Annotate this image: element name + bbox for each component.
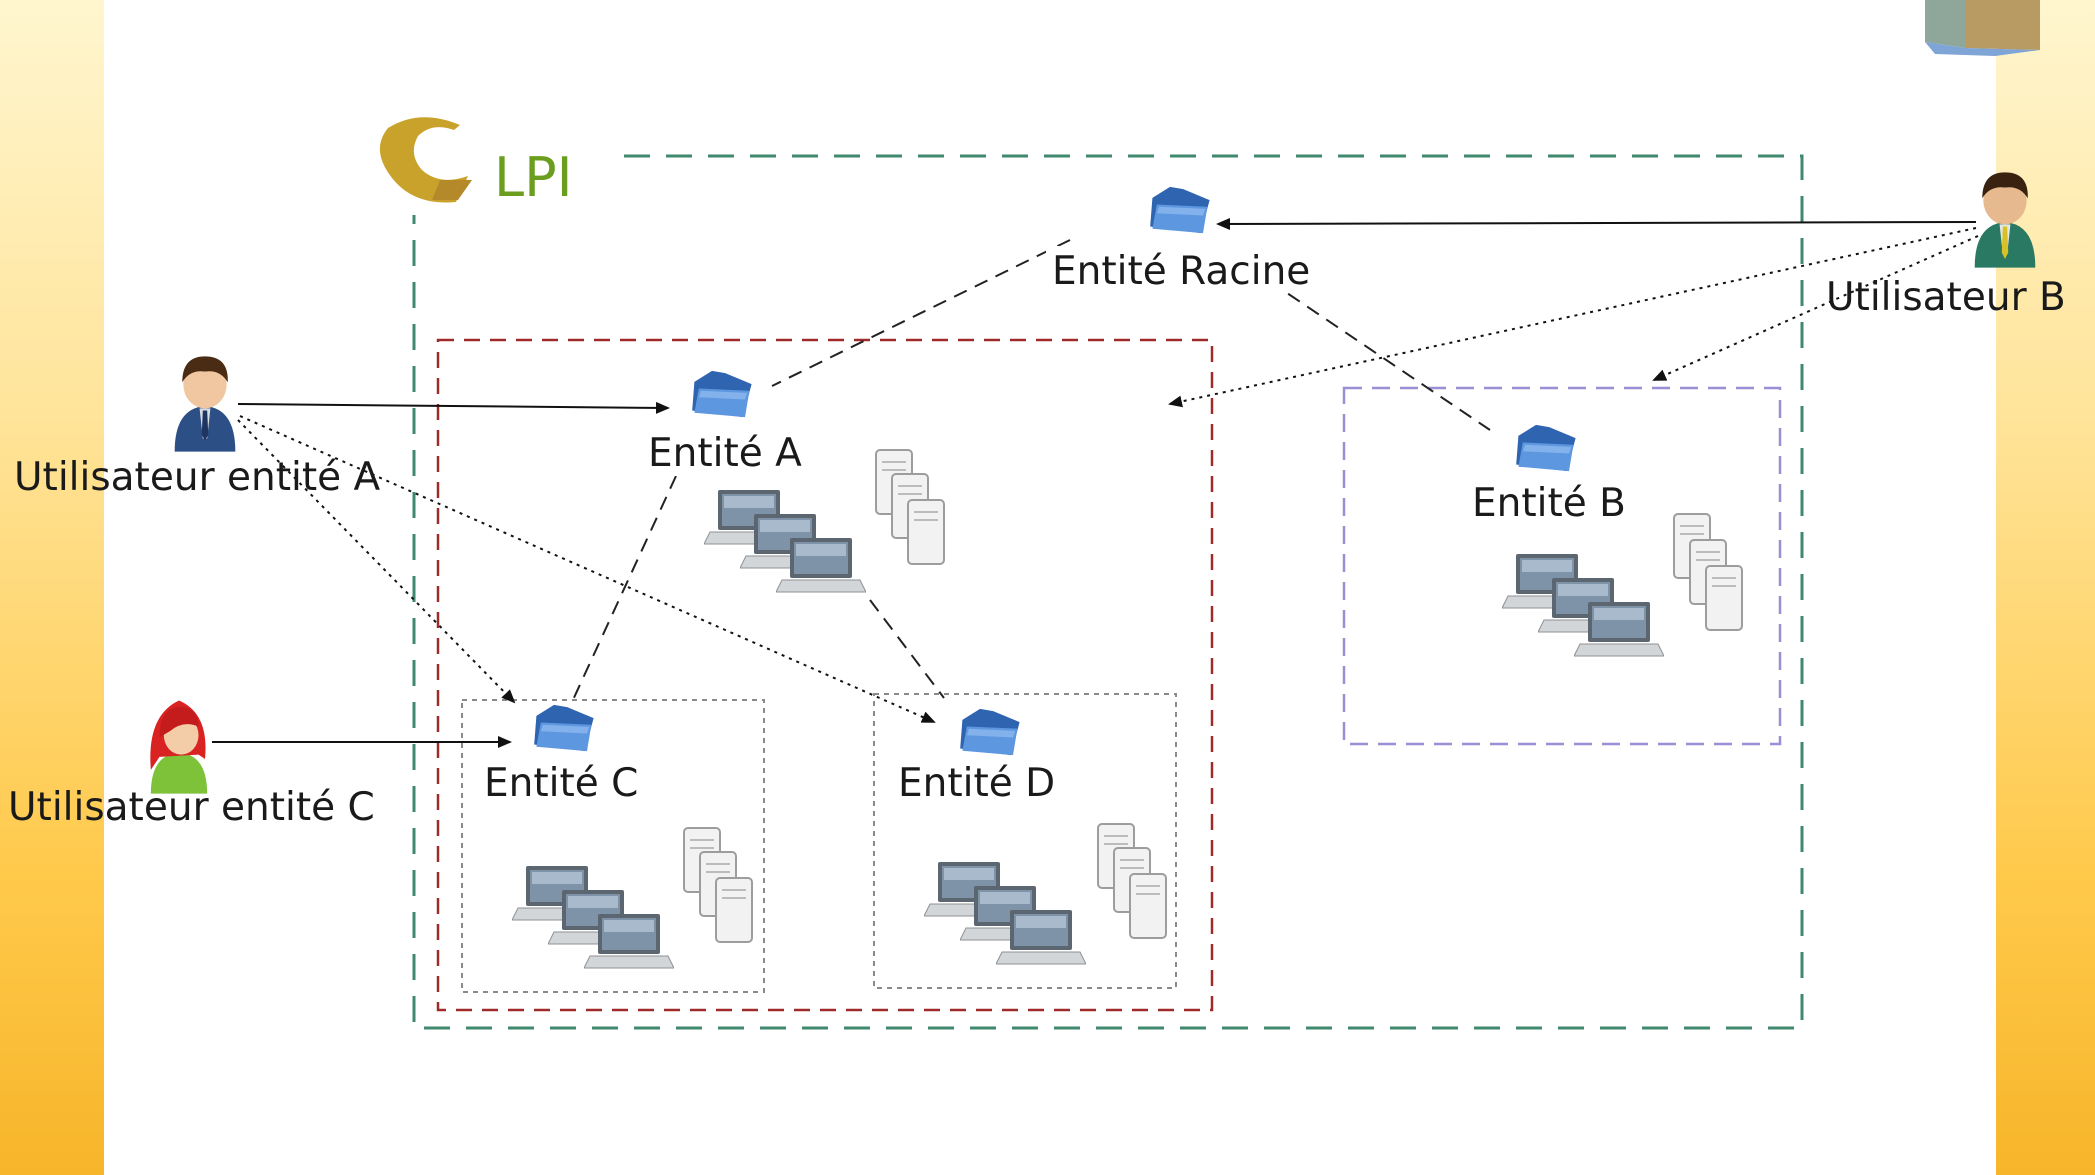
entity-c-label: Entité C [484,761,638,806]
server-icon [907,499,945,565]
arrow-user-b-to-root [1216,217,1977,230]
arrow-user-b-to-entity-a [1168,227,1977,408]
entity-c-servers [683,827,753,943]
server-icon [1129,873,1167,939]
entity-a-computers [704,489,866,593]
entity-d-servers [1097,823,1167,939]
entity-b-computers [1502,553,1664,657]
entity-a-folder-icon [692,370,752,418]
entity-b-folder-icon [1516,424,1576,472]
arrow-user-a-to-entity-c [237,419,516,704]
link-a-to-d [869,599,945,699]
link-a-to-c [571,475,677,703]
entity-d-computers [924,861,1086,965]
root-entity-boundary [412,154,1804,1030]
arrow-user-b-to-entity-b [1652,235,1979,381]
link-root-to-a [771,239,1071,387]
entity-b-servers [1673,513,1743,631]
server-icon [1705,565,1743,631]
entity-root-label: Entité Racine [1052,249,1310,294]
entity-root-folder-icon [1150,186,1210,234]
entity-d-boundary [873,693,1177,989]
entity-a-boundary [436,338,1214,1012]
entity-c-folder-icon [534,704,594,752]
entity-a-servers [875,449,945,565]
entity-a-label: Entité A [648,431,802,476]
entity-b-label: Entité B [1472,481,1626,526]
entity-c-boundary [461,699,765,993]
glpi-logo: LPI [379,117,573,209]
user-b-icon [1974,172,2036,268]
user-b-label: Utilisateur B [1826,275,2066,320]
arrow-user-a-to-entity-d [239,415,936,723]
user-a-icon [174,356,236,452]
link-root-to-b [1249,267,1491,431]
user-a-label: Utilisateur entité A [14,455,381,500]
cube-decoration-icon [1925,0,2040,56]
user-c-label: Utilisateur entité C [8,785,375,830]
entity-d-folder-icon [960,708,1020,756]
entity-b-boundary [1342,386,1782,746]
entity-d-label: Entité D [898,761,1055,806]
entity-c-computers [512,865,674,969]
user-c-icon [150,700,208,794]
arrow-user-a-to-entity-a [237,401,670,414]
server-icon [715,877,753,943]
logo-text: LPI [494,146,573,209]
